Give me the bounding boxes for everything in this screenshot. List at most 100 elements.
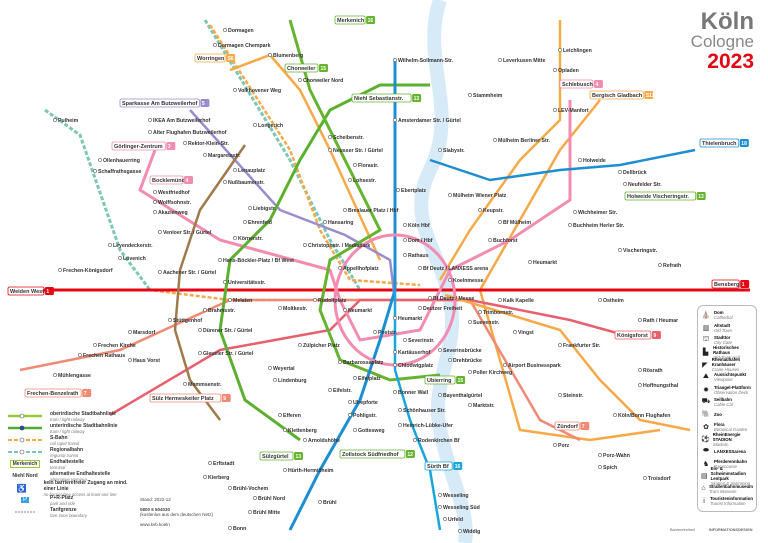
station-label[interactable]: Chorweiler Nord (303, 78, 343, 84)
station-label[interactable]: Appellhofplatz (343, 266, 379, 272)
station-label[interactable]: Amsterdamer Str. / Gürtel (398, 118, 461, 124)
station-label[interactable]: Troisdorf (648, 476, 671, 482)
station-stop[interactable] (618, 170, 622, 174)
station-stop[interactable] (348, 400, 352, 404)
station-stop[interactable] (348, 178, 352, 182)
station-label[interactable]: Bonn (233, 526, 246, 532)
station-label[interactable]: Schaffrathsgasse (98, 169, 141, 175)
station-label[interactable]: Chlodwigplatz (398, 363, 434, 369)
station-label[interactable]: Erftstadt (213, 461, 235, 467)
station-stop[interactable] (418, 306, 422, 310)
station-stop[interactable] (468, 403, 472, 407)
station-stop[interactable] (398, 423, 402, 427)
station-stop[interactable] (313, 298, 317, 302)
station-label[interactable]: Severinsbrücke (443, 348, 482, 354)
station-stop[interactable] (396, 188, 400, 192)
station-stop[interactable] (458, 529, 462, 533)
station-stop[interactable] (553, 108, 557, 112)
station-label[interactable]: Margaretastr. (208, 153, 241, 159)
station-label[interactable]: Haus Vorst (133, 358, 160, 364)
station-stop[interactable] (418, 266, 422, 270)
station-stop[interactable] (403, 238, 407, 242)
station-stop[interactable] (248, 510, 252, 514)
station-label[interactable]: Hansaring (328, 220, 353, 226)
station-stop[interactable] (438, 493, 442, 497)
station-stop[interactable] (203, 475, 207, 479)
station-label[interactable]: Wolffsohnstr. (158, 200, 192, 206)
station-label[interactable]: Wichheimer Str. (578, 210, 618, 216)
station-stop[interactable] (78, 353, 82, 357)
station-stop[interactable] (558, 393, 562, 397)
station-label[interactable]: Moltkestr. (283, 306, 308, 312)
station-stop[interactable] (228, 486, 232, 490)
station-label[interactable]: Brühl Nord (258, 496, 285, 502)
station-stop[interactable] (328, 388, 332, 392)
station-label[interactable]: Dormagen Chempark (218, 43, 271, 49)
station-stop[interactable] (448, 278, 452, 282)
station-stop[interactable] (343, 308, 347, 312)
station-stop[interactable] (498, 58, 502, 62)
station-stop[interactable] (218, 258, 222, 262)
station-label[interactable]: Kartäuserhof (398, 350, 431, 356)
station-label[interactable]: Airport Businesspark (508, 363, 561, 369)
station-stop[interactable] (438, 148, 442, 152)
station-stop[interactable] (283, 468, 287, 472)
station-stop[interactable] (598, 453, 602, 457)
station-stop[interactable] (448, 193, 452, 197)
station-label[interactable]: Rektor-Klein-Str. (188, 141, 229, 147)
station-label[interactable]: Frechen-Königsdorf (63, 268, 113, 274)
station-stop[interactable] (93, 169, 97, 173)
station-label[interactable]: Pulheim (58, 118, 79, 124)
station-label[interactable]: Drehbrücke (453, 358, 482, 364)
station-stop[interactable] (468, 320, 472, 324)
terminal-niehl-sebastianstr-[interactable]: Niehl Sebastianstr.13 (351, 93, 422, 103)
station-label[interactable]: Porz (558, 443, 570, 449)
station-label[interactable]: Heinrich-Lübke-Ufer (403, 423, 453, 429)
station-label[interactable]: Severinstr. (408, 338, 435, 344)
station-stop[interactable] (278, 306, 282, 310)
station-stop[interactable] (348, 413, 352, 417)
station-label[interactable]: Breslauer Platz / Hbf (348, 208, 399, 214)
station-label[interactable]: LEV-Manfort (558, 108, 589, 114)
station-stop[interactable] (328, 135, 332, 139)
station-stop[interactable] (53, 373, 57, 377)
station-label[interactable]: Porz-Wahn (603, 453, 630, 459)
station-label[interactable]: Körnerstr. (238, 236, 263, 242)
station-label[interactable]: Universitätsstr. (228, 280, 266, 286)
station-label[interactable]: Pohligstr. (353, 413, 377, 419)
station-label[interactable]: Zülpicher Platz (303, 343, 340, 349)
station-label[interactable]: Neufelder Str. (628, 182, 662, 188)
station-stop[interactable] (328, 148, 332, 152)
station-label[interactable]: Scheibenstr. (333, 135, 364, 141)
station-label[interactable]: Leichlingen (563, 48, 592, 54)
station-label[interactable]: Marsdorf (133, 330, 155, 336)
station-stop[interactable] (613, 413, 617, 417)
station-stop[interactable] (443, 517, 447, 521)
station-label[interactable]: Lenauplatz (238, 168, 265, 174)
station-stop[interactable] (298, 78, 302, 82)
station-stop[interactable] (573, 210, 577, 214)
station-label[interactable]: Ehrenfeld (248, 220, 272, 226)
station-stop[interactable] (268, 366, 272, 370)
station-stop[interactable] (643, 476, 647, 480)
station-label[interactable]: Vingst (518, 330, 534, 336)
station-stop[interactable] (598, 465, 602, 469)
station-label[interactable]: Florastr. (358, 163, 379, 169)
station-label[interactable]: Wilhelm-Sollmann-Str. (398, 58, 454, 64)
station-label[interactable]: Leverkusen Mitte (503, 58, 545, 64)
station-stop[interactable] (468, 370, 472, 374)
station-stop[interactable] (168, 318, 172, 322)
station-stop[interactable] (253, 123, 257, 127)
station-label[interactable]: Eifelstr. (333, 388, 352, 394)
station-stop[interactable] (148, 130, 152, 134)
station-label[interactable]: Mülheim Berliner Str. (498, 138, 550, 144)
station-stop[interactable] (98, 158, 102, 162)
station-stop[interactable] (353, 376, 357, 380)
station-label[interactable]: Steinstr. (563, 393, 584, 399)
station-stop[interactable] (153, 210, 157, 214)
station-stop[interactable] (638, 318, 642, 322)
station-stop[interactable] (623, 182, 627, 186)
station-stop[interactable] (403, 338, 407, 342)
